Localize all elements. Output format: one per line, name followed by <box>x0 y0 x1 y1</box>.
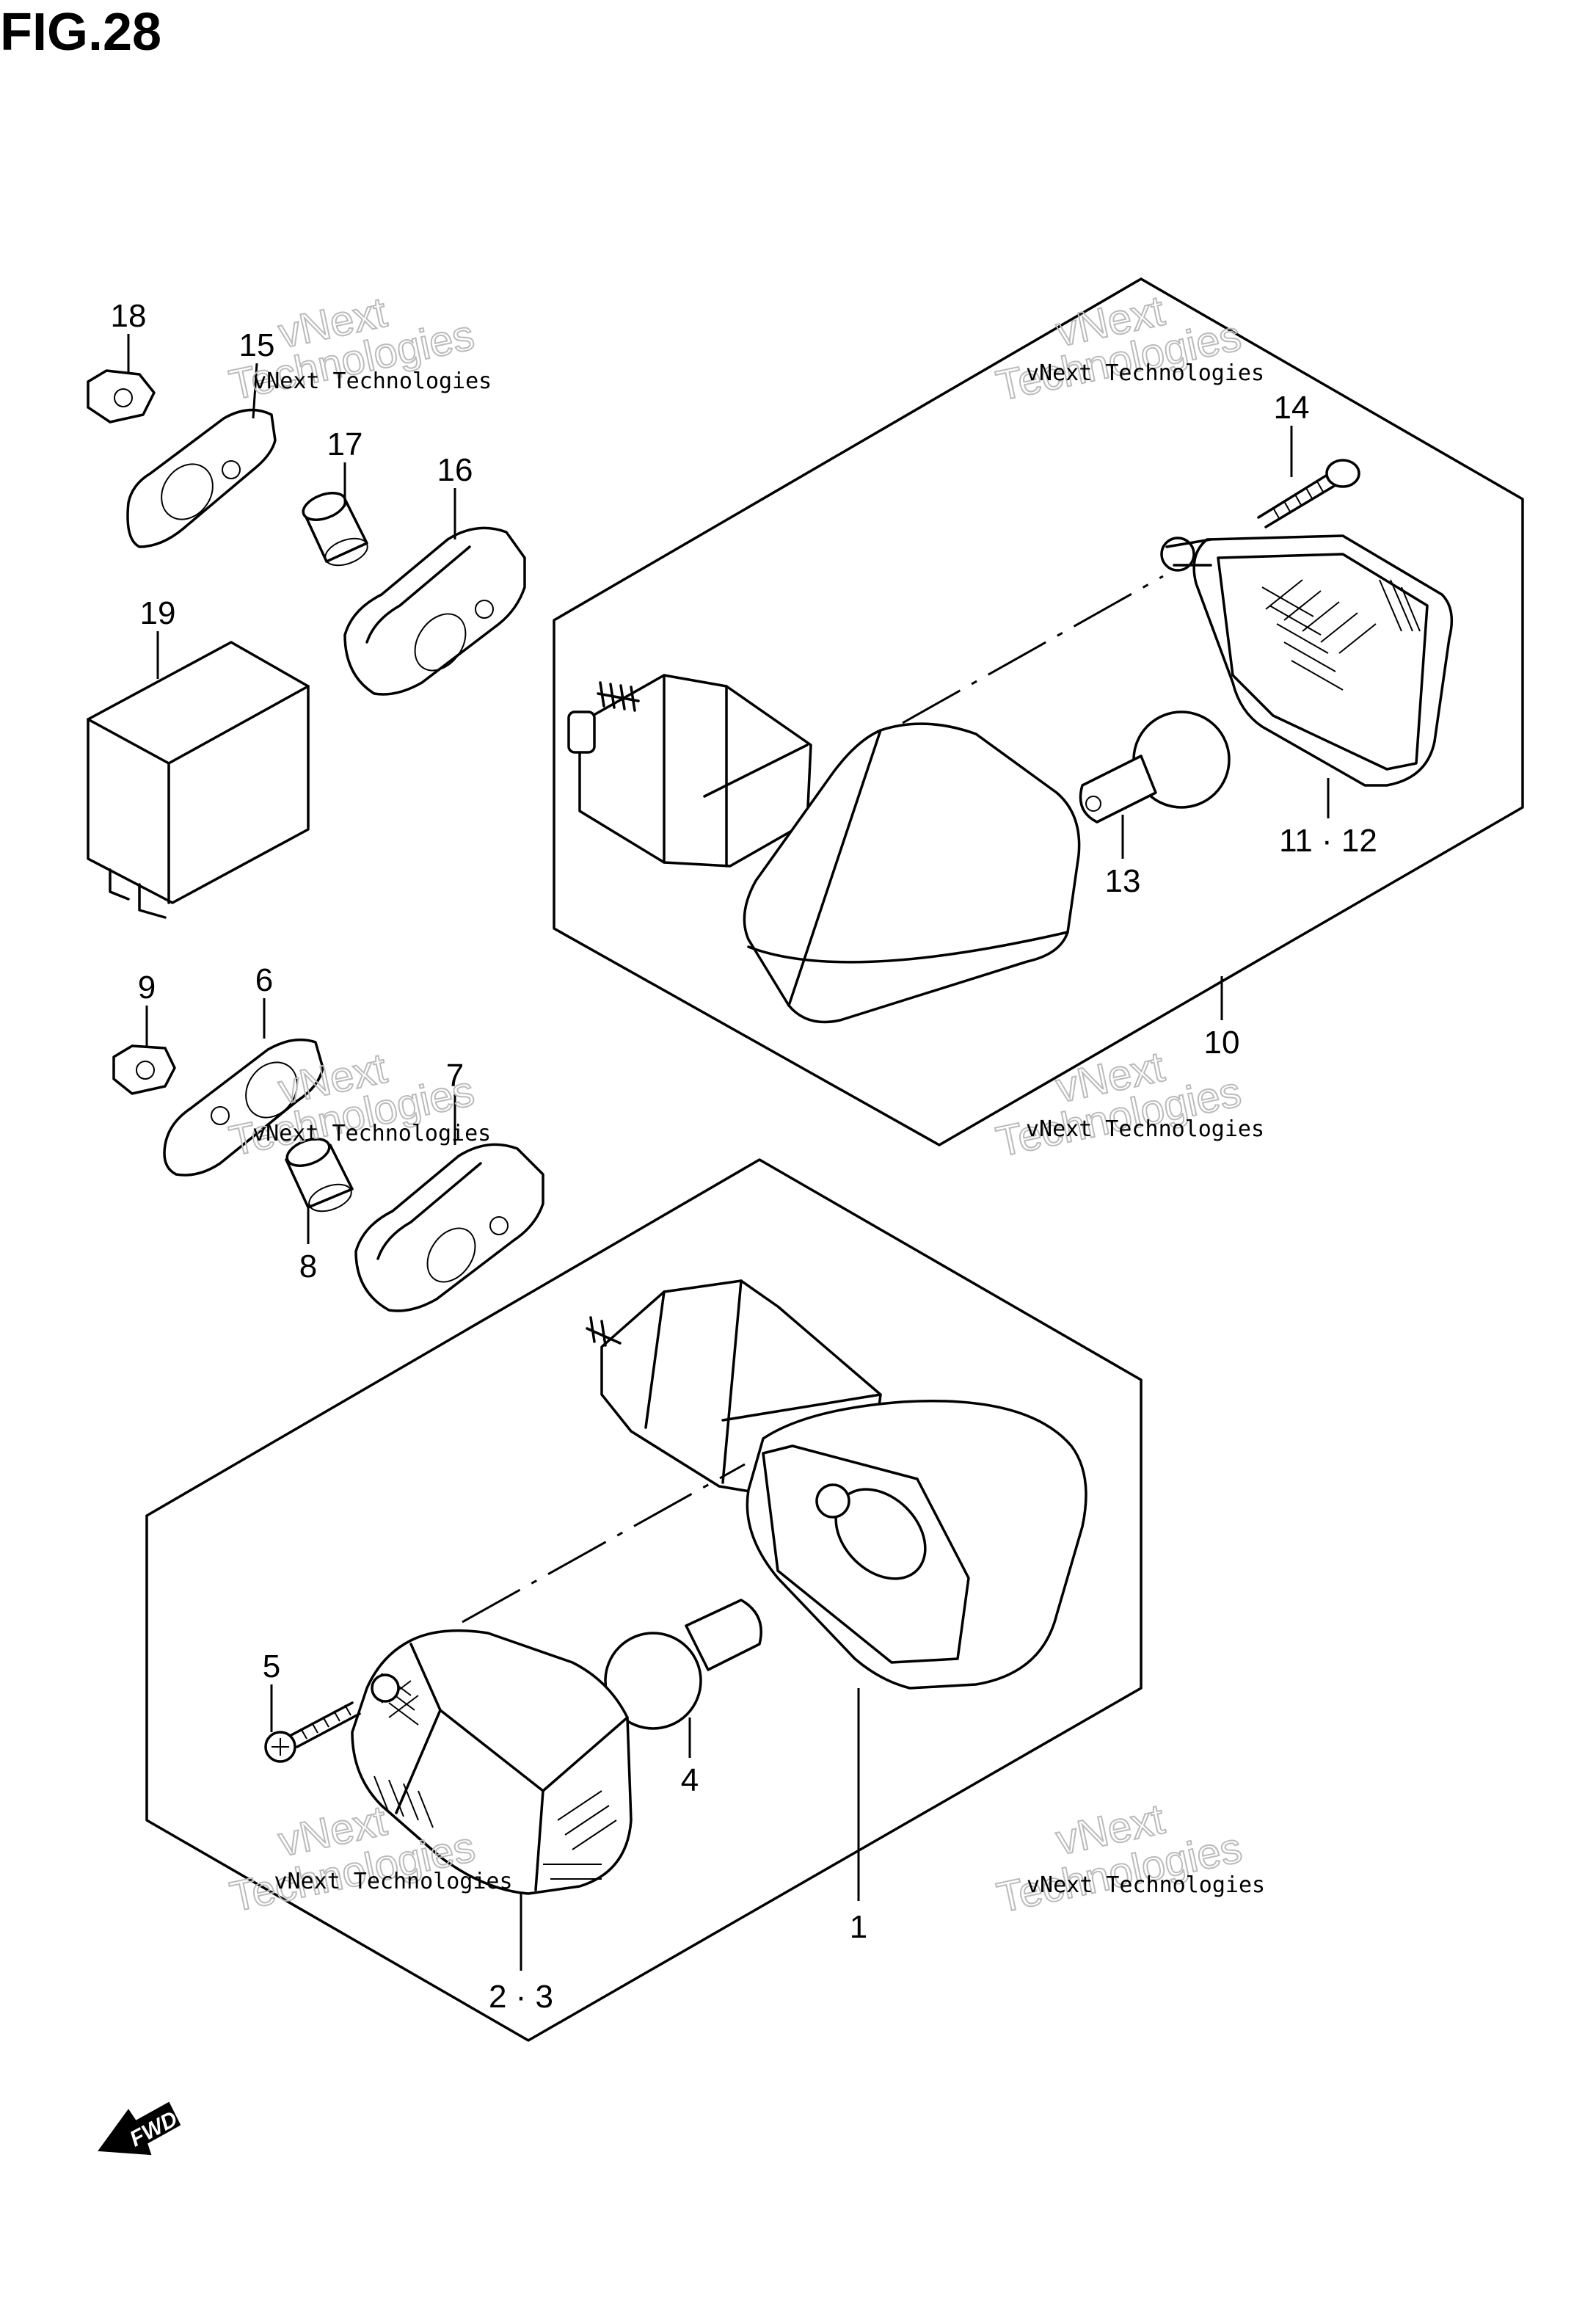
part-11-12-rear-lens <box>1160 534 1454 787</box>
svg-text:vNext Technologies: vNext Technologies <box>1027 1872 1265 1898</box>
svg-text:vNext Technologies: vNext Technologies <box>253 368 492 394</box>
svg-text:vNext Technologies: vNext Technologies <box>1026 1116 1264 1142</box>
figure-title: FIG.28 <box>0 3 161 62</box>
callout-15: 15 <box>239 327 275 363</box>
part-1-front-signal-housing <box>586 1279 1087 1690</box>
watermark-top-left: vNext Technologies vNext Technologies <box>225 288 492 410</box>
assembly-box-10 <box>553 277 1524 1146</box>
callout-2-3: 2 · 3 <box>489 1979 553 2015</box>
callout-14: 14 <box>1274 390 1310 426</box>
part-5-screw <box>264 1701 361 1763</box>
callout-16: 16 <box>437 452 473 488</box>
callout-4: 4 <box>681 1762 699 1798</box>
fwd-arrow-icon: FWD <box>98 2101 181 2156</box>
part-16-cushion <box>343 526 526 696</box>
assembly-box-1 <box>145 1158 1143 2042</box>
svg-text:vNext Technologies: vNext Technologies <box>1026 360 1264 386</box>
callout-10: 10 <box>1204 1025 1240 1061</box>
svg-text:vNext Technologies: vNext Technologies <box>274 1869 512 1894</box>
part-15-plate <box>126 408 277 548</box>
callout-17: 17 <box>327 426 363 462</box>
callout-6: 6 <box>255 962 273 998</box>
callout-8: 8 <box>299 1248 317 1284</box>
part-6-plate <box>163 1038 324 1177</box>
callout-13: 13 <box>1105 863 1141 899</box>
callout-19: 19 <box>140 595 176 631</box>
leader-lines <box>127 334 1330 1971</box>
part-13-bulb <box>1079 710 1231 824</box>
svg-text:vNext Technologies: vNext Technologies <box>252 1121 491 1146</box>
part-8-collar <box>285 1138 354 1213</box>
part-9-nut <box>112 1044 176 1095</box>
assembly-axis-10 <box>902 575 1164 724</box>
part-19-relay <box>87 641 310 919</box>
callout-18: 18 <box>111 298 147 334</box>
part-18-nut <box>87 369 156 423</box>
watermark-bottom-right: vNext Technologies vNext Technologies <box>992 1795 1265 1923</box>
callout-1: 1 <box>850 1909 867 1945</box>
part-4-bulb <box>604 1599 762 1730</box>
callout-11-12: 11 · 12 <box>1279 823 1377 859</box>
part-2-3-front-lens <box>351 1629 633 1895</box>
part-7-cushion <box>354 1143 544 1312</box>
callout-7: 7 <box>446 1058 464 1094</box>
callout-9: 9 <box>138 970 156 1006</box>
part-10-rear-signal-housing <box>567 674 1081 1024</box>
part-17-collar <box>302 492 368 567</box>
assembly-axis-1 <box>462 1463 746 1624</box>
callout-5: 5 <box>263 1648 280 1684</box>
part-14-screw <box>1257 459 1360 528</box>
watermark-top-right: vNext Technologies vNext Technologies <box>991 286 1264 411</box>
